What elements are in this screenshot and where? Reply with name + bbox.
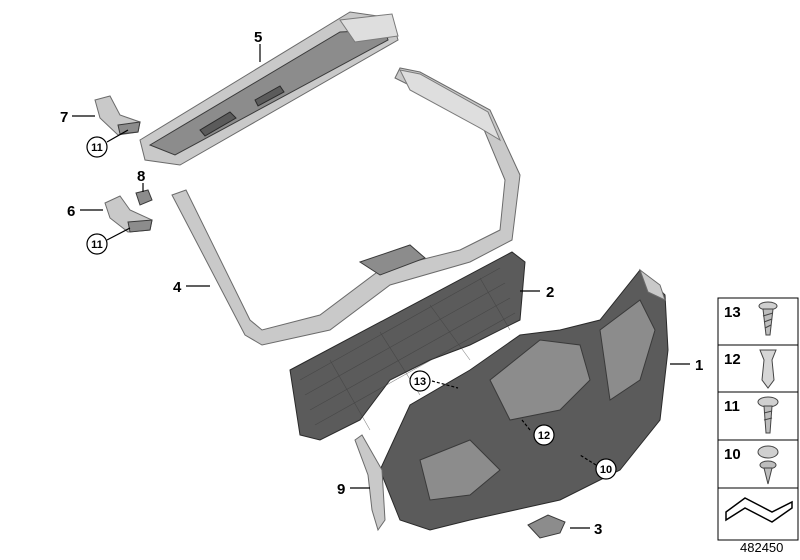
- screw-icon: [758, 301, 778, 336]
- assembly-symbol-icon: [725, 497, 793, 523]
- circled-callout-12: 12: [533, 424, 555, 446]
- circled-callout-12-label: 12: [538, 430, 550, 442]
- circled-callout-11-upper-label: 11: [91, 142, 103, 154]
- part-5-upper-trim[interactable]: [139, 11, 399, 166]
- fastener-legend: 13 12 11 10: [717, 297, 799, 541]
- callout-2: 2: [546, 284, 554, 301]
- circled-callout-13-label: 13: [414, 376, 426, 388]
- circled-callout-10-label: 10: [600, 464, 612, 476]
- callout-9: 9: [337, 481, 345, 498]
- push-rivet-icon: [757, 445, 779, 485]
- callout-1: 1: [695, 357, 703, 374]
- circled-callout-10: 10: [595, 458, 617, 480]
- part-4-u-frame[interactable]: [171, 67, 521, 346]
- circled-callout-13: 13: [409, 370, 431, 392]
- part-7-bracket[interactable]: [94, 95, 141, 136]
- callout-5: 5: [254, 29, 262, 46]
- part-3-small-plate[interactable]: [527, 514, 566, 539]
- callout-6: 6: [67, 203, 75, 220]
- circled-callout-11-lower-label: 11: [91, 239, 103, 251]
- legend-label-11: 11: [724, 398, 740, 415]
- part-8-clip[interactable]: [135, 189, 153, 206]
- document-number: 482450: [740, 540, 784, 555]
- legend-label-12: 12: [724, 351, 741, 368]
- callout-3: 3: [594, 521, 602, 538]
- callout-7: 7: [60, 109, 68, 126]
- circled-callout-11-upper: 11: [86, 136, 108, 158]
- callout-4: 4: [173, 279, 182, 296]
- legend-label-10: 10: [724, 446, 741, 463]
- flange-screw-icon: [757, 396, 779, 434]
- expanding-clip-icon: [759, 349, 777, 389]
- circled-callout-11-lower: 11: [86, 233, 108, 255]
- part-9-side-strip[interactable]: [354, 434, 386, 532]
- leader-lines: [72, 44, 690, 529]
- legend-label-13: 13: [724, 304, 741, 321]
- callout-8: 8: [137, 168, 145, 185]
- part-2-textured-panel[interactable]: [289, 251, 526, 441]
